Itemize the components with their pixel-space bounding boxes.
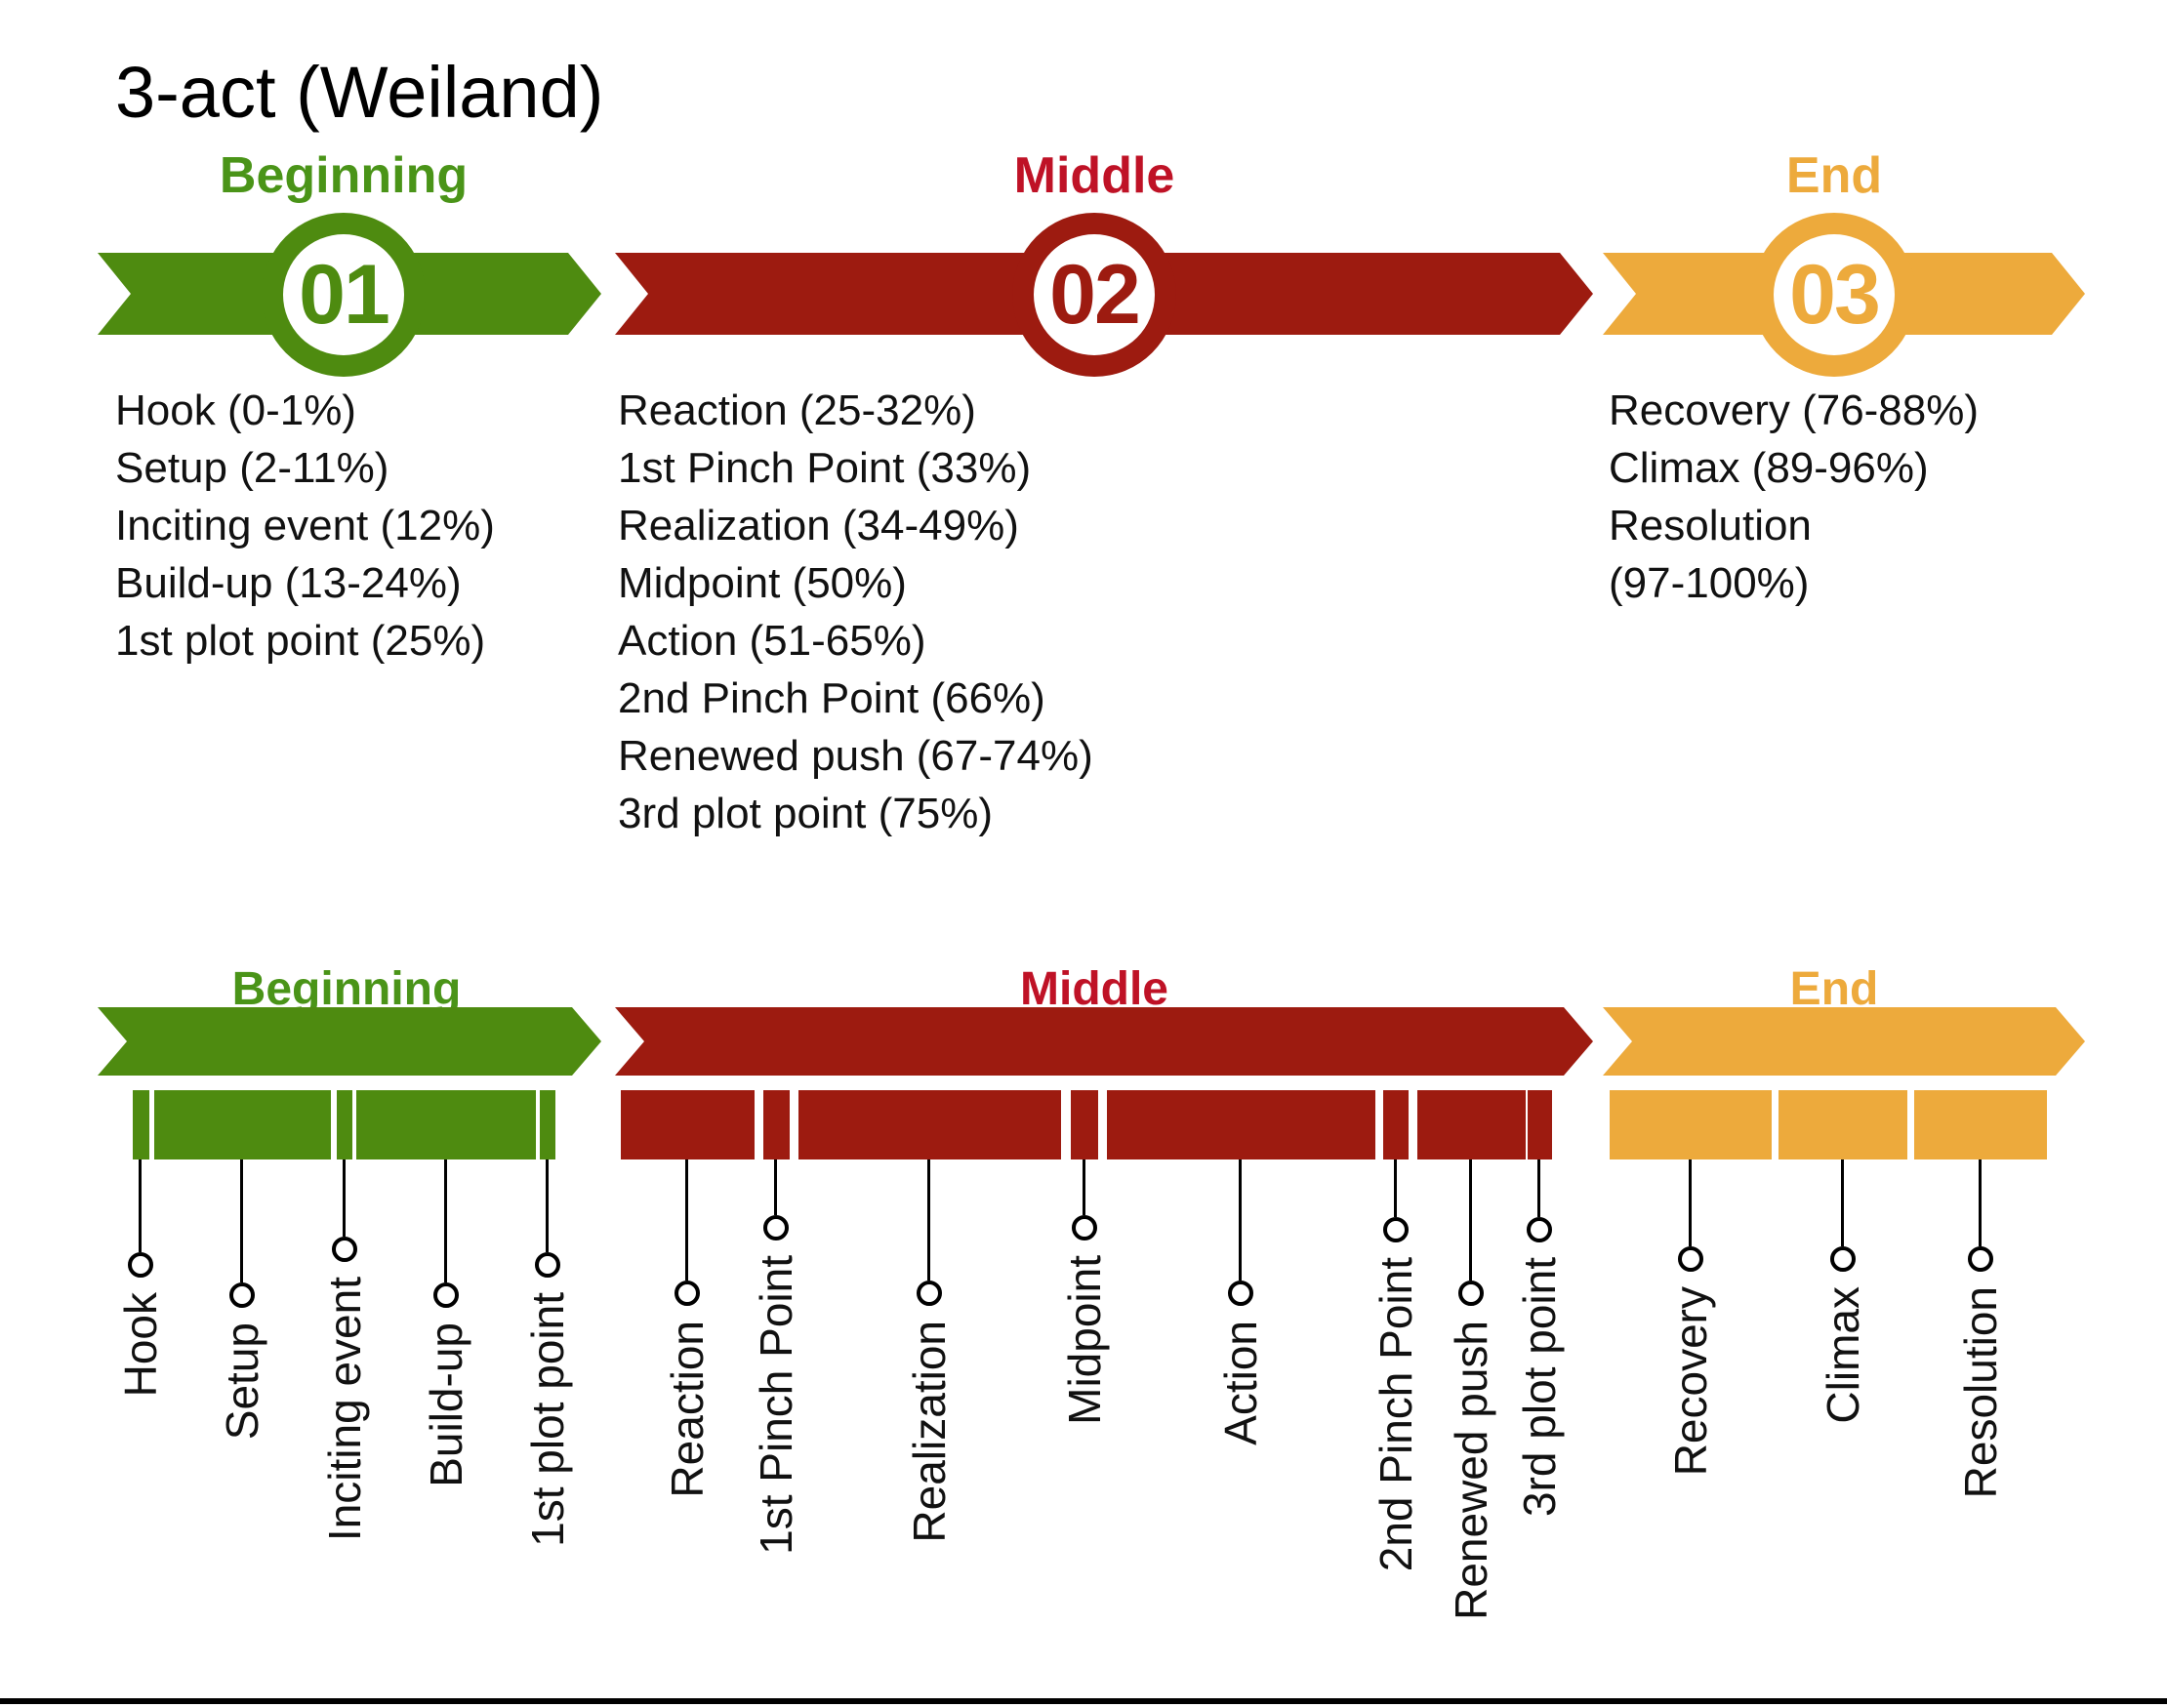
timeline-segment-reaction [621,1090,755,1159]
beat-list-beginning: Hook (0-1%) Setup (2-11%) Inciting event (… [115,382,495,670]
beat-list-item: 2nd Pinch Point (66%) [618,674,1045,722]
act-number-inner: 02 [1034,234,1155,355]
timeline-segment-3rd-plot-point [1528,1090,1552,1159]
beat-list-middle: Reaction (25-32%) 1st Pinch Point (33%) Re… [618,382,1093,842]
marker-circle-icon [433,1282,459,1308]
act-header-end: End [1785,147,1883,204]
marker-circle-icon [1228,1281,1253,1306]
marker-circle-icon [1968,1246,1993,1272]
marker-circle-icon [332,1237,357,1262]
beat-list-item: Midpoint (50%) [618,559,907,607]
timeline-segment-recovery [1610,1090,1772,1159]
leader-line [774,1159,777,1215]
beat-list-item: Inciting event (12%) [115,502,495,549]
timeline-arrow-beginning [98,1007,601,1076]
leader-line [343,1159,346,1237]
leader-line [1841,1159,1844,1246]
leader-line [1394,1159,1397,1217]
timeline-segment-climax [1779,1090,1907,1159]
beat-list-item: Build-up (13-24%) [115,559,462,607]
leader-line [1537,1159,1540,1217]
timeline-header-end: End [1789,963,1879,1015]
marker-circle-icon [1527,1217,1552,1242]
act-number-text: 03 [1789,247,1881,342]
timeline-segment-midpoint [1071,1090,1098,1159]
act-number-text: 01 [299,247,390,342]
beat-list-item: 1st plot point (25%) [115,617,486,665]
leader-line [1083,1159,1085,1215]
timeline-segment-renewed-push [1417,1090,1526,1159]
leader-line [1239,1159,1242,1281]
timeline-segment-1st-plot-point [540,1090,555,1159]
beat-list-item: Resolution [1609,502,1812,549]
timeline-segment-action [1107,1090,1375,1159]
act-header-beginning: Beginning [219,147,469,204]
act-number-inner: 01 [283,234,404,355]
timeline-arrow-end [1603,1007,2085,1076]
leader-line [1979,1159,1982,1246]
leader-line [1469,1159,1472,1281]
beat-list-item: Climax (89-96%) [1609,444,1929,492]
marker-circle-icon [1830,1246,1856,1272]
timeline-segment-resolution [1914,1090,2047,1159]
leader-line [685,1159,688,1281]
act-number-text: 02 [1049,247,1141,342]
beat-list-item: 1st Pinch Point (33%) [618,444,1032,492]
beat-list-item: Reaction (25-32%) [618,386,976,434]
marker-circle-icon [535,1252,560,1278]
act-number-badge-03: 03 [1752,213,1916,377]
act-number-badge-02: 02 [1012,213,1176,377]
timeline-arrow-middle [615,1007,1593,1076]
marker-circle-icon [675,1281,700,1306]
marker-circle-icon [229,1282,255,1308]
leader-line [927,1159,930,1281]
marker-circle-icon [1072,1215,1097,1240]
marker-circle-icon [1678,1246,1703,1272]
leader-line [546,1159,549,1252]
beat-list-item: Hook (0-1%) [115,386,356,434]
leader-line [240,1159,243,1282]
beat-list-item: Renewed push (67-74%) [618,732,1093,780]
act-number-badge-01: 01 [262,213,426,377]
timeline-header-middle: Middle [1020,963,1168,1015]
timeline-segment-realization [798,1090,1061,1159]
timeline-header-beginning: Beginning [231,963,462,1015]
beat-list-item: Setup (2-11%) [115,444,389,492]
timeline-segment-1st-pinch-point [763,1090,790,1159]
timeline-segment-hook [133,1090,149,1159]
leader-line [139,1159,142,1252]
act-number-inner: 03 [1774,234,1895,355]
beat-list-item: Realization (34-49%) [618,502,1019,549]
timeline-segment-setup [154,1090,331,1159]
beat-list-end: Recovery (76-88%) Climax (89-96%) Resoluti… [1609,382,1979,612]
timeline-segment-inciting-event [337,1090,352,1159]
beat-list-item: Action (51-65%) [618,617,926,665]
timeline-segment-build-up [356,1090,536,1159]
beat-list-item: Recovery (76-88%) [1609,386,1980,434]
marker-circle-icon [763,1215,789,1240]
leader-line [444,1159,447,1282]
bottom-divider [0,1698,2167,1704]
beat-list-item: 3rd plot point (75%) [618,790,993,837]
leader-line [1689,1159,1692,1246]
page-title: 3-act (Weiland) [115,52,604,133]
beat-list-item: (97-100%) [1609,559,1810,607]
marker-circle-icon [128,1252,153,1278]
act-header-middle: Middle [1013,147,1175,204]
marker-circle-icon [1458,1281,1484,1306]
marker-circle-icon [1383,1217,1409,1242]
timeline-segment-2nd-pinch-point [1383,1090,1409,1159]
marker-circle-icon [917,1281,942,1306]
